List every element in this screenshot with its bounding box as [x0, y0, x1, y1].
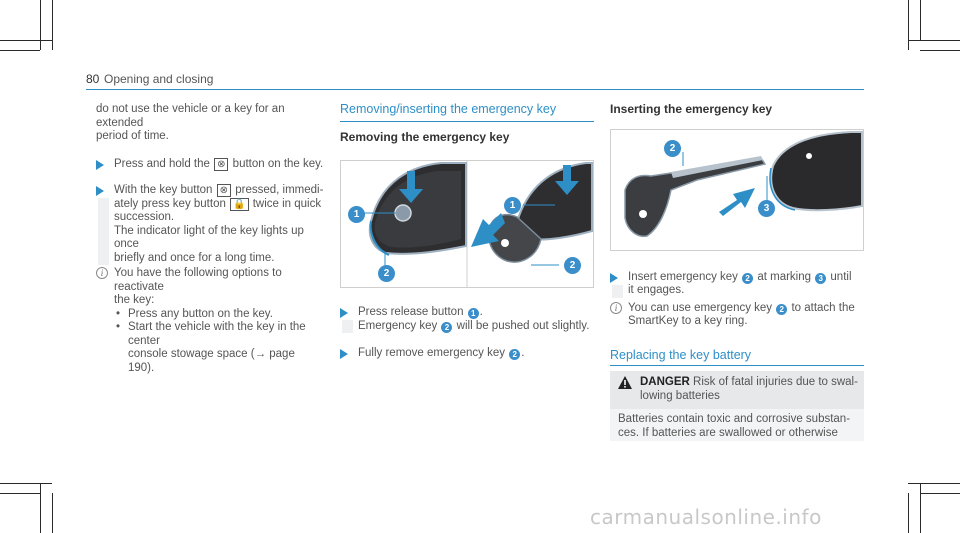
intro-line: period of time. [96, 130, 169, 142]
crop-mark [0, 493, 40, 494]
section-title: Opening and closing [104, 72, 214, 86]
callout-badge: 2 [441, 321, 453, 333]
crop-mark [40, 483, 41, 533]
callout-badge: 2 [776, 303, 788, 315]
pull-arrow [471, 213, 505, 247]
figure-insert-key: 2 3 [610, 128, 864, 251]
info-icon: i [610, 301, 622, 314]
unlock-button-icon: ⊗ [216, 184, 232, 197]
figure-remove-key: 1 2 1 2 [340, 160, 594, 288]
step-remove-key: Fully remove emergency key 2. [340, 347, 596, 361]
danger-body: Batteries contain toxic and corrosive su… [610, 409, 864, 441]
callout-badge: 3 [815, 272, 827, 284]
list-item: Press any button on the key. [114, 308, 324, 322]
crop-mark [52, 493, 53, 533]
crop-mark [920, 483, 921, 533]
lock-button-icon: 🔒 [230, 197, 249, 211]
crop-mark [908, 0, 909, 50]
callout-1: 1 [504, 197, 521, 214]
info-note: i You can use emergency key 2 to attach … [610, 301, 864, 329]
warning-triangle-icon [618, 376, 632, 389]
step-bar [342, 320, 353, 333]
watermark: carmanualsonline.info [590, 505, 822, 529]
page-number: 80 [86, 72, 100, 86]
page-header: 80 Opening and closing [86, 72, 864, 92]
crop-mark [908, 483, 960, 484]
subheading: Inserting the emergency key [610, 102, 773, 116]
intro-text: do not use the vehicle or a key for an e… [96, 103, 324, 144]
callout-2: 2 [664, 139, 681, 157]
heading-rule [340, 120, 594, 122]
emergency-key [624, 155, 767, 237]
step-press-hold: Press and hold the ⊗ button on the key. [96, 157, 324, 172]
section-heading: Replacing the key battery [610, 347, 752, 362]
crop-mark [52, 0, 53, 50]
key-fob-right [487, 162, 593, 263]
callout-2: 2 [378, 265, 395, 282]
step-arrow-icon [610, 272, 618, 283]
step-press-twice: With the key button ⊗ pressed, immedi- a… [96, 184, 324, 265]
header-rule [86, 89, 864, 90]
key-insertion-illustration [624, 130, 863, 237]
danger-label: DANGER [640, 376, 690, 388]
step-bar [612, 284, 623, 298]
step-arrow-icon [340, 349, 348, 359]
info-note: i You have the following options to reac… [96, 267, 324, 375]
callout-1: 1 [348, 206, 365, 223]
crop-mark [920, 493, 960, 494]
list-item: Start the vehicle with the key in the ce… [114, 321, 324, 375]
press-arrow [399, 171, 423, 203]
step-arrow-icon [340, 308, 348, 318]
section-heading: Removing/inserting the emergency key [340, 102, 557, 116]
step-arrow-icon [96, 186, 104, 196]
key-fob [769, 130, 863, 211]
crop-mark [0, 40, 52, 41]
intro-line: do not use the vehicle or a key for an e… [96, 103, 285, 129]
crop-mark [40, 0, 41, 50]
callout-3: 3 [758, 199, 775, 217]
column-1: do not use the vehicle or a key for an e… [96, 103, 324, 375]
crop-mark [908, 493, 909, 533]
info-icon: i [96, 267, 108, 279]
step-insert-key: Insert emergency key 2 at marking 3 unti… [610, 271, 864, 298]
subheading: Removing the emergency key [340, 129, 510, 144]
crop-mark [0, 483, 52, 484]
crop-mark [920, 0, 921, 40]
crop-mark [920, 50, 960, 51]
press-arrow [555, 165, 579, 195]
key-fob-left [368, 162, 467, 256]
step-press-release: Press release button 1. Emergency key 2 … [340, 306, 596, 333]
heading-rule [610, 365, 864, 366]
callout-badge: 2 [509, 349, 521, 360]
crop-mark [908, 40, 960, 41]
key-removal-illustration [363, 161, 593, 287]
unlock-button-icon: ⊗ [214, 157, 229, 171]
danger-warning: DANGER Risk of fatal injuries due to swa… [610, 371, 864, 441]
callout-2: 2 [564, 257, 581, 274]
danger-header: DANGER Risk of fatal injuries due to swa… [610, 371, 864, 409]
callout-badge: 2 [742, 272, 754, 284]
column-2: Removing/inserting the emergency key Rem… [340, 102, 596, 361]
step-arrow-icon [96, 159, 104, 170]
crop-mark [0, 50, 40, 51]
insert-arrow [719, 187, 755, 216]
step-bar [98, 198, 109, 265]
callout-badge: 1 [467, 308, 479, 319]
column-3: Inserting the emergency key 2 3 Insert [610, 102, 864, 366]
